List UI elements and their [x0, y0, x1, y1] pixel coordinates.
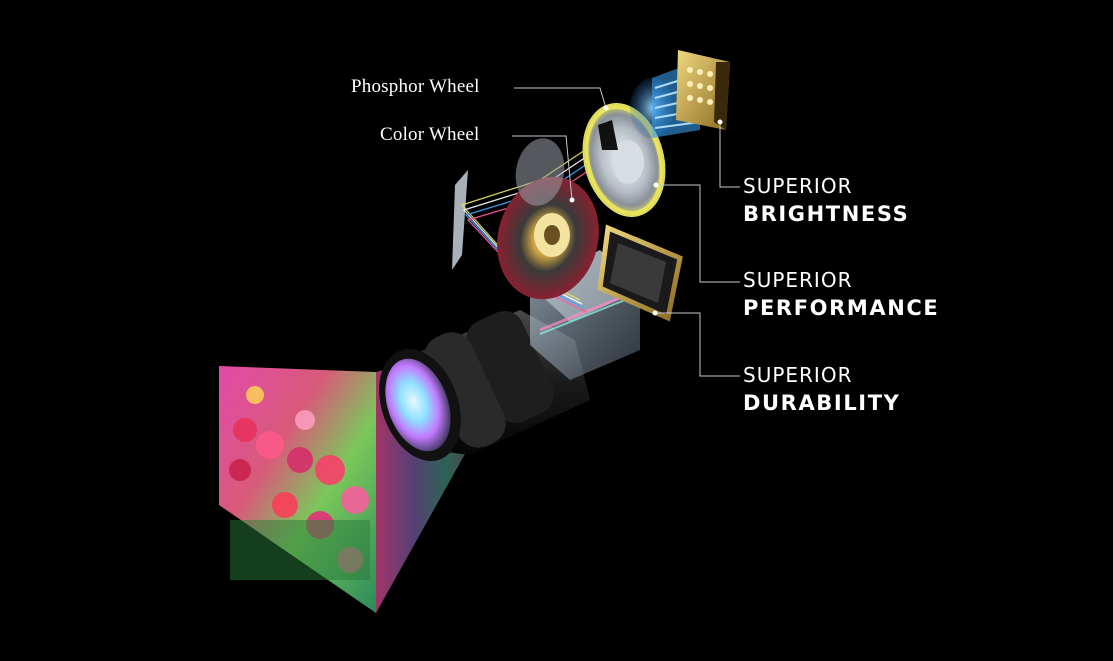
laser-chip — [676, 50, 730, 130]
feature-brightness: SUPERIOR BRIGHTNESS — [743, 176, 909, 225]
feature-durability: SUPERIOR DURABILITY — [743, 365, 900, 414]
color-wheel-part — [497, 176, 599, 300]
feature-performance-line2: PERFORMANCE — [743, 296, 940, 320]
dmd-chip — [597, 224, 683, 322]
feature-durability-line1: SUPERIOR — [743, 363, 853, 387]
leader-lines — [512, 87, 740, 377]
color-wheel-label: Color Wheel — [380, 124, 480, 145]
feature-durability-line2: DURABILITY — [743, 391, 901, 415]
feature-performance: SUPERIOR PERFORMANCE — [743, 270, 939, 319]
feature-brightness-line2: BRIGHTNESS — [743, 202, 910, 226]
phosphor-wheel-label: Phosphor Wheel — [351, 76, 480, 97]
diffuser-disc — [515, 138, 565, 206]
leader-dots — [569, 105, 723, 316]
feature-performance-line1: SUPERIOR — [743, 268, 853, 292]
leader-durability — [655, 312, 740, 377]
leader-performance — [656, 184, 740, 283]
feature-brightness-line1: SUPERIOR — [743, 174, 853, 198]
leader-color-wheel — [512, 135, 573, 201]
projected-screen-image — [219, 366, 376, 613]
mirror-panel — [452, 170, 468, 270]
leader-phosphor-wheel — [514, 87, 607, 109]
leader-brightness — [719, 122, 740, 188]
